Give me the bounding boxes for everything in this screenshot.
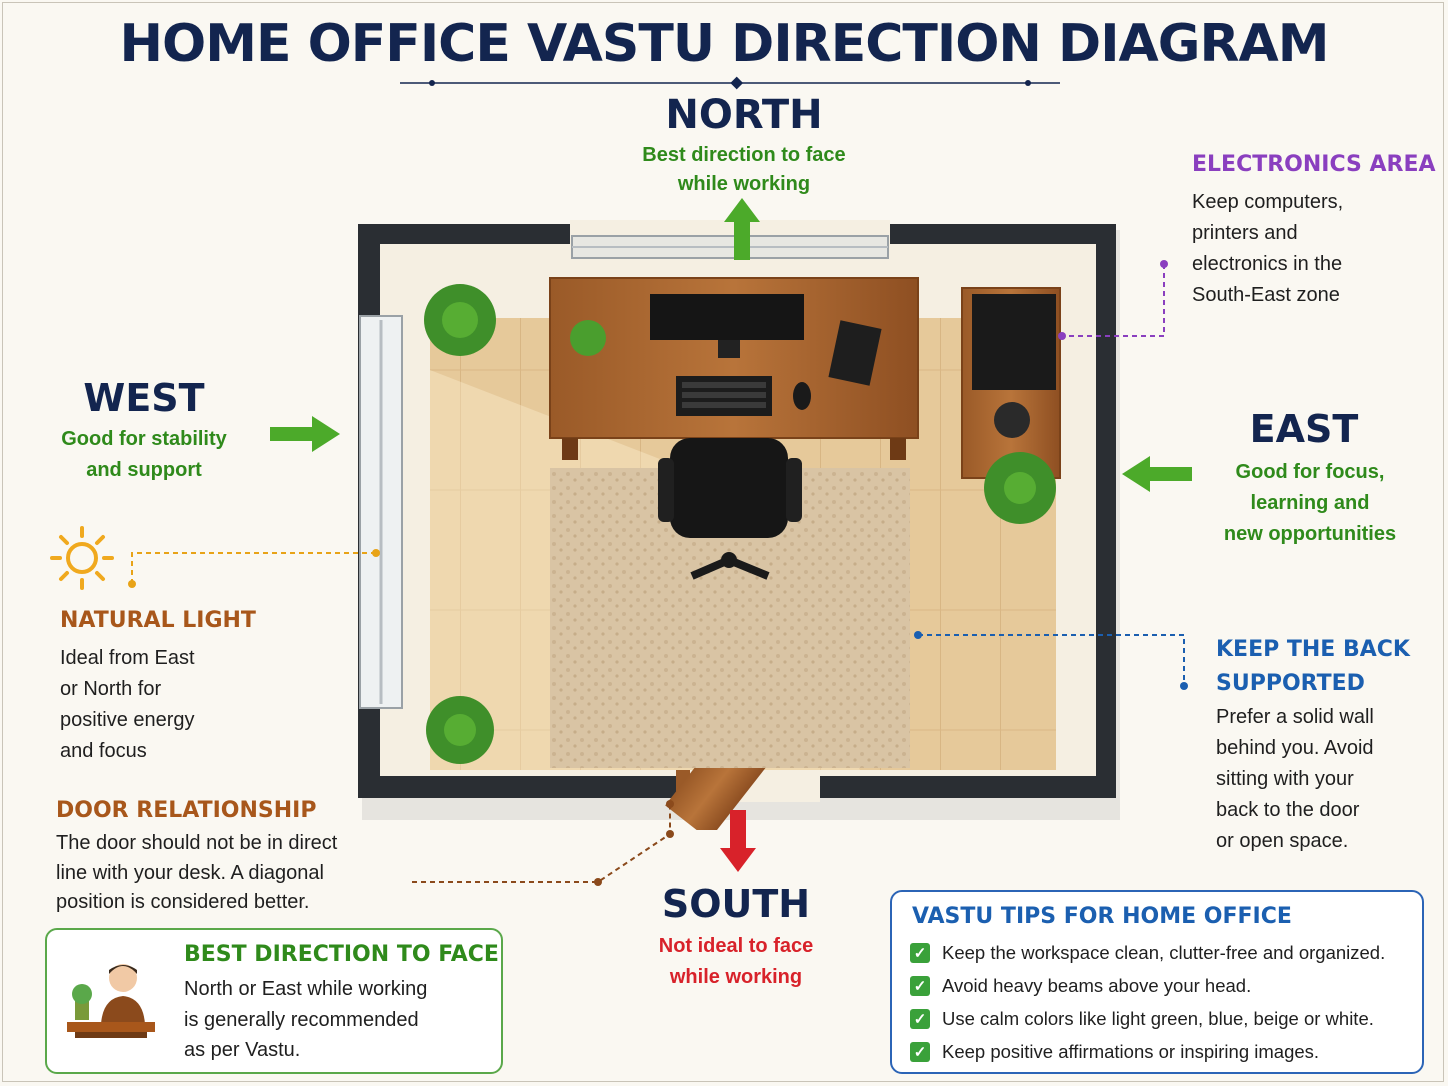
east-description: Good for focus, learning and new opportu… (1200, 457, 1420, 550)
west-desc-line: and support (86, 459, 202, 481)
tip-item: ✓ Avoid heavy beams above your head. (910, 969, 1385, 1002)
natural-light-line: positive energy (60, 709, 195, 731)
door-line: line with your desk. A diagonal (56, 861, 324, 884)
best-direction-box: BEST DIRECTION TO FACE North or East whi… (45, 928, 503, 1074)
west-label: WEST (83, 376, 205, 420)
natural-light-line: or North for (60, 678, 162, 700)
back-heading-line: SUPPORTED (1216, 671, 1365, 696)
back-supported-text: Prefer a solid wall behind you. Avoid si… (1216, 702, 1374, 857)
office-floor-plan (358, 220, 1120, 830)
north-desc-line: Best direction to face (642, 144, 846, 166)
south-description: Not ideal to face while working (606, 931, 866, 993)
tip-text: Keep the workspace clean, clutter-free a… (942, 941, 1386, 963)
south-arrow-icon (720, 810, 756, 872)
back-line: Prefer a solid wall (1216, 706, 1374, 728)
electronics-line: electronics in the (1192, 253, 1343, 275)
tip-item: ✓ Keep the workspace clean, clutter-free … (910, 936, 1385, 969)
page-title: HOME OFFICE VASTU DIRECTION DIAGRAM (119, 14, 1329, 74)
door-line: position is considered better. (56, 891, 310, 913)
checkmark-icon: ✓ (910, 975, 930, 996)
south-desc-line: Not ideal to face (658, 935, 814, 957)
vastu-tips-box: VASTU TIPS FOR HOME OFFICE ✓ Keep the wor… (890, 890, 1424, 1074)
natural-light-line: Ideal from East (60, 647, 195, 669)
electronics-line: South-East zone (1192, 284, 1340, 306)
east-label: EAST (1249, 407, 1359, 451)
tip-text: Use calm colors like light green, blue, … (942, 1007, 1374, 1029)
electronics-heading: ELECTRONICS AREA (1192, 152, 1436, 177)
natural-light-text: Ideal from East or North for positive en… (60, 643, 195, 767)
best-direction-line: as per Vastu. (184, 1039, 301, 1061)
south-desc-line: while working (669, 966, 803, 988)
vastu-tips-heading: VASTU TIPS FOR HOME OFFICE (912, 904, 1292, 929)
back-line: back to the door (1216, 799, 1360, 821)
vastu-tips-list: ✓ Keep the workspace clean, clutter-free … (910, 936, 1385, 1068)
tip-item: ✓ Use calm colors like light green, blue,… (910, 1002, 1385, 1035)
west-arrow-icon (270, 416, 340, 452)
electronics-line: Keep computers, (1192, 191, 1344, 213)
east-desc-line: Good for focus, (1235, 461, 1385, 483)
north-label: NORTH (665, 92, 823, 138)
back-supported-heading: KEEP THE BACK SUPPORTED (1216, 633, 1410, 701)
back-heading-line: KEEP THE BACK (1216, 637, 1410, 662)
west-description: Good for stability and support (44, 424, 244, 486)
east-arrow-icon (1122, 456, 1192, 492)
sun-icon (50, 526, 114, 590)
natural-light-line: and focus (60, 740, 147, 762)
tip-item: ✓ Keep positive affirmations or inspiring… (910, 1035, 1385, 1068)
tip-text: Avoid heavy beams above your head. (942, 974, 1252, 996)
door-line: The door should not be in direct (56, 832, 338, 854)
north-arrow-icon (724, 198, 760, 260)
north-desc-line: while working (677, 173, 811, 195)
checkmark-icon: ✓ (910, 1008, 930, 1029)
checkmark-icon: ✓ (910, 1041, 930, 1062)
north-description: Best direction to face while working (594, 141, 894, 199)
electronics-text: Keep computers, printers and electronics… (1192, 187, 1343, 311)
back-line: or open space. (1216, 830, 1349, 852)
plant-icon (424, 284, 1056, 764)
south-label: SOUTH (661, 882, 811, 926)
best-direction-line: is generally recommended (184, 1008, 419, 1031)
door-heading: DOOR RELATIONSHIP (56, 798, 317, 823)
back-line: behind you. Avoid (1216, 737, 1374, 759)
best-direction-heading: BEST DIRECTION TO FACE (184, 942, 499, 967)
tip-text: Keep positive affirmations or inspiring … (942, 1040, 1320, 1062)
person-at-desk-icon (67, 964, 155, 1038)
back-line: sitting with your (1216, 768, 1354, 790)
best-direction-text: North or East while working is generally… (184, 974, 427, 1066)
west-desc-line: Good for stability (61, 428, 227, 450)
electronics-line: printers and (1192, 222, 1298, 244)
east-desc-line: new opportunities (1223, 523, 1397, 545)
door-text: The door should not be in direct line wi… (56, 829, 337, 918)
best-direction-line: North or East while working (184, 978, 428, 1000)
east-desc-line: learning and (1250, 492, 1370, 514)
natural-light-heading: NATURAL LIGHT (60, 608, 256, 633)
checkmark-icon: ✓ (910, 942, 930, 963)
title-divider (400, 76, 1060, 90)
